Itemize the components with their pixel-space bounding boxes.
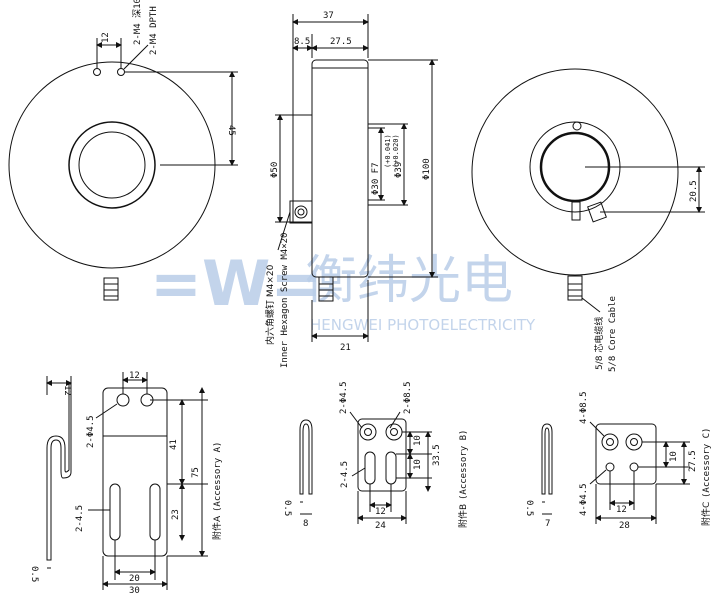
accessory-b-slot-label: 2-4.5 [340,461,350,488]
accessory-b-dim-8: 8 [303,519,308,529]
side-dim-37: 37 [323,11,334,21]
front-dim-12: 12 [101,32,111,43]
accessory-c-hole-small-1 [605,462,615,472]
accessory-a [46,372,208,590]
front-dim-45: 45 [226,125,236,136]
accessory-b-dim-12: 12 [375,507,386,517]
front-hole-2 [117,68,125,76]
front-bore-outer [68,121,156,209]
accessory-b-hole-small: 2-Φ4.5 [339,381,349,414]
accessory-b-hook [299,419,313,495]
accessory-c [541,421,690,524]
rear-dim-20-5: 20.5 [689,180,699,202]
accessory-a-caption-cn: 附件A [211,515,223,540]
accessory-b-plate [357,418,407,492]
watermark-brand-cn: 衡纬光电 [305,251,513,311]
side-screw-label-cn: 内六角螺钉 M4×20 [264,264,276,345]
accessory-a-plate [102,387,168,557]
accessory-b-dim-10a: 10 [413,435,423,446]
side-tol-upper: (+0.041) [384,134,392,168]
accessory-c-dim-7: 7 [545,519,550,529]
accessory-c-hole-small: 4-Φ4.5 [579,483,589,516]
rear-cable-en: 5/8 Core Cable [608,296,618,372]
accessory-b-slot-1 [364,451,376,485]
accessory-a-dim-41: 41 [169,439,179,450]
rear-view [471,68,705,313]
side-body [311,59,369,278]
side-dim-8-5: 8.5 [294,37,310,47]
front-hole-1 [93,68,101,76]
watermark: =W= 衡纬光电 HENGWEI PHOTOELECTRICITY [150,247,536,334]
front-hole-note-2: 2-M4 DPTH 10 [149,0,159,55]
side-dim-21: 21 [340,343,351,353]
side-dim-phi50: Φ50 [270,162,280,178]
accessory-a-profile [46,383,72,561]
side-view [275,14,438,342]
side-dim-phi100: Φ100 [422,158,432,180]
accessory-a-dim-12-left: 12 [62,385,72,396]
side-dim-phi39: Φ39 [394,162,404,178]
accessory-b-caption-cn: 附件B [457,504,469,528]
accessory-c-caption-en: (Accessory C) [702,428,712,498]
rear-connector [567,275,583,301]
accessory-a-dim-20: 20 [129,574,140,584]
side-dim-phi30: Φ30 F7 [371,162,381,195]
accessory-c-dim-27-5: 27.5 [688,450,698,472]
rear-top-hole [572,121,582,131]
accessory-a-slot-2 [149,483,161,541]
accessory-a-dim-75: 75 [191,467,201,478]
accessory-c-dim-12: 12 [616,505,627,515]
accessory-b-hole-large-1 [359,423,377,441]
accessory-c-hole-large-2 [625,433,643,451]
accessory-a-slot-1 [109,483,121,541]
side-tol-lower: (+0.020) [392,134,400,168]
accessory-c-thickness: 0.5 [524,500,534,516]
accessory-c-hook [541,423,553,495]
accessory-a-slot-label: 2-4.5 [75,505,85,532]
side-screw-label-en: Inner Hexagon Screw M4×20 [280,233,290,368]
accessory-b-caption-en: (Accessory B) [459,430,469,500]
side-screw-icon [294,205,308,219]
accessory-c-dim-28: 28 [619,521,630,531]
rear-outer-circle [471,68,679,276]
accessory-a-caption-en: (Accessory A) [213,442,223,512]
rear-clamp-slot [571,201,581,221]
accessory-c-hole-large: 4-Φ8.5 [579,391,589,424]
front-connector [103,277,119,301]
accessory-b-hole-large-2 [385,423,403,441]
accessory-a-thickness: 0.5 [29,566,39,582]
front-hole-note-1: 2-M4 深10 [132,0,143,45]
side-dim-27-5: 27.5 [330,37,352,47]
side-collar [292,114,313,223]
accessory-b-dim-24: 24 [375,521,386,531]
accessory-b-dim-33-5: 33.5 [432,444,442,466]
rear-clamp-screw [587,201,607,223]
watermark-brand-en: HENGWEI PHOTOELECTRICITY [310,316,536,334]
accessory-b [299,411,432,524]
side-connector [318,276,334,302]
watermark-logo: =W= [150,247,322,320]
accessory-b-dim-10b: 10 [413,459,423,470]
accessory-a-dim-30: 30 [129,586,140,593]
accessory-b-slot-2 [385,451,397,485]
accessory-c-hole-small-2 [629,462,639,472]
front-view [8,38,238,301]
accessory-c-hole-large-1 [601,433,619,451]
rear-cable-cn: 5/8 芯电缆线 [593,317,605,370]
accessory-b-thickness: 0.5 [282,500,292,516]
accessory-c-dim-10: 10 [669,451,679,462]
accessory-b-hole-large: 2-Φ8.5 [403,381,413,414]
accessory-a-dim-23: 23 [171,509,181,520]
accessory-a-hole-label: 2-Φ4.5 [86,415,96,448]
accessory-a-hole-1 [116,393,130,407]
accessory-c-caption-cn: 附件C [700,502,712,526]
accessory-a-dim-12-top: 12 [129,371,140,381]
accessory-c-plate [595,423,657,485]
front-bore-inner [78,131,146,199]
